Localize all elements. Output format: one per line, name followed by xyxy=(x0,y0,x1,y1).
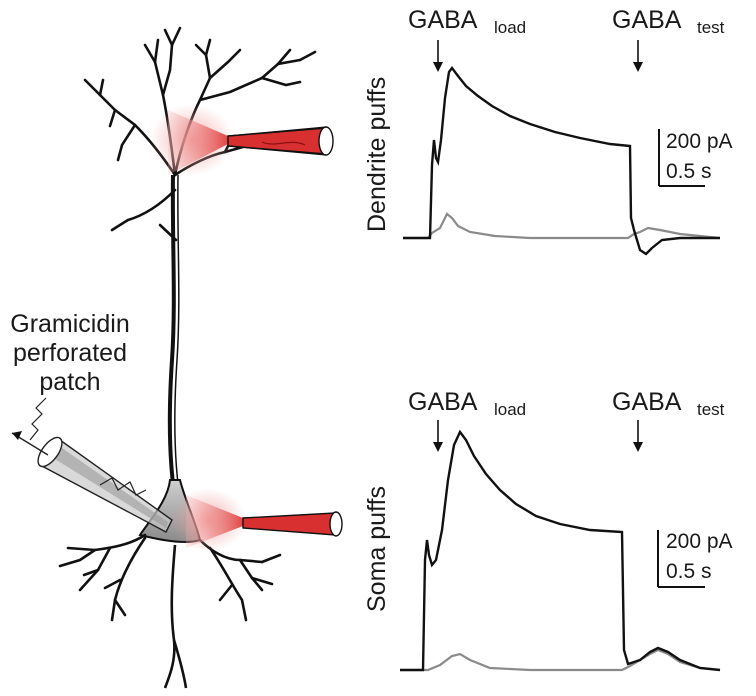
dendrite-panel: Dendrite puffs GABA load GABA test 200 p… xyxy=(363,6,733,256)
bottom-trace-black xyxy=(400,429,721,672)
top-trace-gray xyxy=(403,212,721,240)
bottom-trace-gray xyxy=(400,648,721,672)
top-trace-black xyxy=(403,66,720,256)
patch-label-line1: Gramicidin xyxy=(10,310,129,338)
patch-label-line2: perforated xyxy=(13,339,127,367)
top-gaba-test: GABA xyxy=(612,6,682,34)
soma-puff-pipette xyxy=(242,511,343,537)
soma-row-label: Soma puffs xyxy=(363,486,391,612)
top-test-arrow xyxy=(633,40,643,72)
top-scale-time: 0.5 s xyxy=(666,160,712,183)
dendrite-puff-cone xyxy=(168,110,228,175)
bottom-gaba-test: GABA xyxy=(612,388,682,416)
top-scale-current: 200 pA xyxy=(666,130,733,153)
dendrite-row-label: Dendrite puffs xyxy=(363,77,391,232)
apical-dendrite xyxy=(167,174,178,506)
recording-pipette xyxy=(11,397,173,533)
basal-dendrites xyxy=(58,533,282,622)
soma-panel: Soma puffs GABA load GABA test 200 pA 0.… xyxy=(363,388,733,672)
dendrite-puff-pipette xyxy=(227,126,334,156)
axon xyxy=(163,544,177,689)
bottom-gaba-test-sub: test xyxy=(697,400,725,419)
top-gaba-load: GABA xyxy=(408,6,478,34)
top-load-arrow xyxy=(433,40,443,72)
patch-label: Gramicidin perforated patch xyxy=(10,310,129,396)
soma-puff-cone xyxy=(186,495,243,548)
top-gaba-load-sub: load xyxy=(494,18,526,37)
bottom-gaba-load: GABA xyxy=(408,388,478,416)
bottom-scale-time: 0.5 s xyxy=(666,560,712,583)
bottom-test-arrow xyxy=(633,420,643,452)
top-scale-bar: 200 pA 0.5 s xyxy=(658,129,733,187)
bottom-load-arrow xyxy=(433,420,443,452)
patch-label-line3: patch xyxy=(39,368,100,396)
bottom-scale-current: 200 pA xyxy=(666,530,733,553)
bottom-scale-bar: 200 pA 0.5 s xyxy=(657,530,733,588)
bottom-gaba-load-sub: load xyxy=(494,400,526,419)
top-gaba-test-sub: test xyxy=(697,18,725,37)
neuron-drawing xyxy=(11,26,343,689)
